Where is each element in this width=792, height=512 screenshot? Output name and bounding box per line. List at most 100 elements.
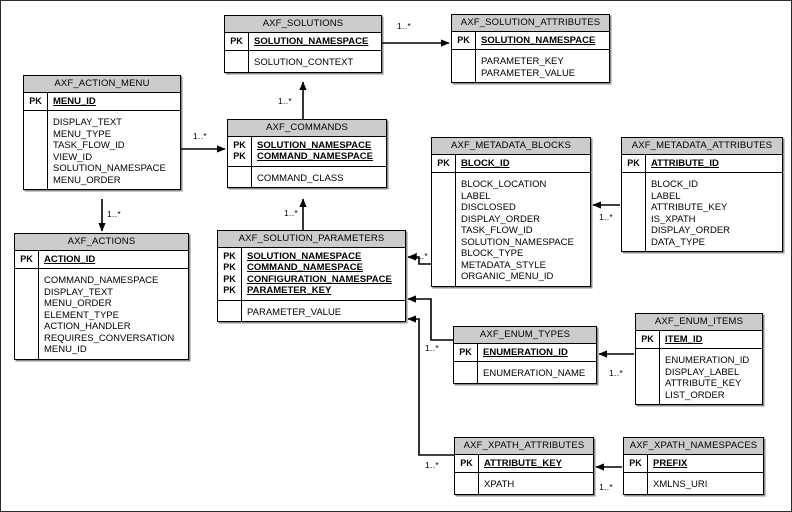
attribute-field: DATA_TYPE <box>651 236 706 248</box>
key-field-column: ENUMERATION_ID <box>478 344 596 362</box>
attribute-field: ELEMENT_TYPE <box>44 309 119 321</box>
edge-xpath-attributes-to-solution-parameters <box>407 315 454 456</box>
key-field: SOLUTION_NAMESPACE <box>254 35 369 47</box>
key-field: ENUMERATION_ID <box>483 346 568 358</box>
cardinality-label: 1..* <box>599 482 613 492</box>
attribute-marker-column <box>15 269 39 359</box>
attribute-field: LABEL <box>461 190 491 202</box>
cardinality-label: 1..* <box>599 212 613 222</box>
pk-marker-column: PK <box>622 154 646 172</box>
entity-title: AXF_ACTIONS <box>15 234 188 251</box>
key-field: COMMAND_NAMESPACE <box>257 151 373 162</box>
pk-badge: PK <box>233 139 246 150</box>
entity-title: AXF_XPATH_NAMESPACES <box>624 438 763 455</box>
attribute-marker-column <box>636 349 660 404</box>
attribute-field: PARAMETER_VALUE <box>481 67 576 79</box>
attribute-field: DISPLAY_TEXT <box>53 117 122 128</box>
attribute-marker-column <box>24 111 48 189</box>
attribute-field: DISPLAY_LABEL <box>665 366 740 378</box>
attribute-field: MENU_ID <box>44 344 87 355</box>
key-field: SOLUTION_NAMESPACE <box>257 139 372 151</box>
cardinality-label: 1..* <box>609 368 623 378</box>
key-field-column: ACTION_ID <box>39 251 188 269</box>
primary-key-section: PK ITEM_ID <box>636 330 762 349</box>
attribute-field: COMMAND_NAMESPACE <box>44 275 159 286</box>
pk-badge: PK <box>223 285 236 295</box>
attribute-field: BLOCK_LOCATION <box>461 179 547 190</box>
attribute-field: MENU_ORDER <box>53 174 121 186</box>
pk-badge: PK <box>233 151 246 161</box>
pk-marker-column: PK <box>225 32 249 50</box>
attribute-field: ENUMERATION_ID <box>665 355 750 366</box>
attribute-field: PARAMETER_KEY <box>481 56 564 67</box>
pk-marker-column: PK <box>636 330 660 348</box>
attribute-field-column: PARAMETER_VALUE <box>242 301 405 322</box>
attribute-field: TASK_FLOW_ID <box>461 225 533 236</box>
key-field-column: SOLUTION_NAMESPACE <box>249 33 381 51</box>
pk-badge: PK <box>460 457 473 468</box>
entity-title: AXF_ENUM_ITEMS <box>636 314 762 331</box>
key-field-column: BLOCK_ID <box>456 155 590 173</box>
attribute-field: TASK_FLOW_ID <box>53 140 125 151</box>
entity-axf-solutions[interactable]: AXF_SOLUTIONS PK SOLUTION_NAMESPACE SOLUTIO… <box>224 15 382 73</box>
attribute-field: DISCLOSED <box>461 202 516 213</box>
pk-marker-column: PK <box>454 343 478 361</box>
attribute-marker-column <box>454 362 478 383</box>
attribute-marker-column <box>432 173 456 286</box>
pk-badge: PK <box>230 35 243 46</box>
cardinality-label: 1..* <box>414 251 428 261</box>
attribute-field: SOLUTION_NAMESPACE <box>53 163 166 174</box>
key-field-column: ITEM_ID <box>660 331 762 349</box>
attribute-field: ATTRIBUTE_KEY <box>665 378 742 389</box>
pk-marker-column: PK <box>15 250 39 268</box>
key-field-column: MENU_ID <box>48 93 180 111</box>
entity-title: AXF_SOLUTIONS <box>225 16 381 33</box>
pk-marker-column: PK <box>624 454 648 472</box>
attribute-field-column: XMLNS_URI <box>648 473 763 494</box>
key-field-column: PREFIX <box>648 455 763 473</box>
key-field: ATTRIBUTE_ID <box>651 157 719 169</box>
primary-key-section: PK SOLUTION_NAMESPACE <box>225 32 381 51</box>
attribute-field: BLOCK_TYPE <box>461 248 524 259</box>
cardinality-label: 1..* <box>193 131 207 141</box>
pk-badge: PK <box>223 273 236 284</box>
attribute-section: SOLUTION_CONTEXT <box>225 51 381 72</box>
attribute-section: XPATH <box>455 473 593 494</box>
pk-marker-column: PK <box>24 92 48 110</box>
key-field: ITEM_ID <box>665 333 703 345</box>
pk-marker-column: PK <box>432 154 456 172</box>
pk-badge: PK <box>641 333 654 344</box>
entity-title: AXF_COMMANDS <box>228 120 386 137</box>
cardinality-label: 1..* <box>284 208 298 218</box>
attribute-field: ORGANIC_MENU_ID <box>461 271 554 282</box>
attribute-field: BLOCK_ID <box>651 179 698 190</box>
attribute-field-column: ENUMERATION_NAME <box>478 362 596 383</box>
entity-title: AXF_METADATA_BLOCKS <box>432 138 590 155</box>
